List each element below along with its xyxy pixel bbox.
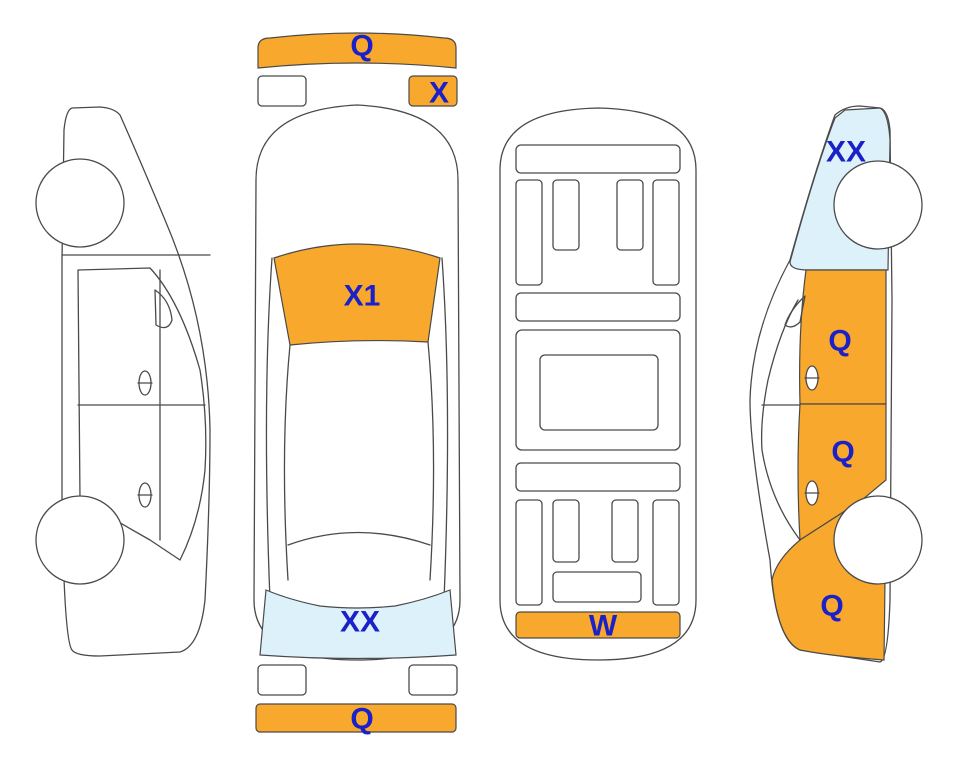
top-view [253, 32, 461, 733]
front-right-light-label: X [429, 77, 449, 110]
left-side-view [35, 106, 211, 657]
rear-bumper-part [255, 703, 457, 733]
right-front-wheel [833, 160, 923, 250]
right-front-door-label: Q [828, 325, 851, 358]
rear-wheel [35, 495, 125, 585]
rear-bumper-label: Q [350, 703, 373, 736]
front-right-light-part [408, 75, 458, 107]
right-rear-quarter-window-label: XX [826, 136, 866, 169]
right-side-view [749, 105, 923, 663]
right-rear-door-label: Q [831, 436, 854, 469]
front-wheel [35, 158, 125, 248]
right-rear-fender-label: Q [820, 590, 843, 623]
rear-window-part [259, 589, 457, 660]
underbody-rear-label: W [589, 610, 618, 643]
right-rear-wheel [833, 495, 923, 585]
front-bumper-label: Q [350, 30, 373, 63]
front-bumper-part [257, 32, 457, 69]
rear-window-label: XX [340, 606, 380, 639]
windshield-part [273, 243, 441, 346]
damage-labels: Q X X1 XX Q W XX Q Q Q [340, 30, 866, 736]
underbody-view [499, 107, 697, 661]
windshield-label: X1 [344, 280, 381, 313]
underbody-rear-part [515, 611, 681, 639]
